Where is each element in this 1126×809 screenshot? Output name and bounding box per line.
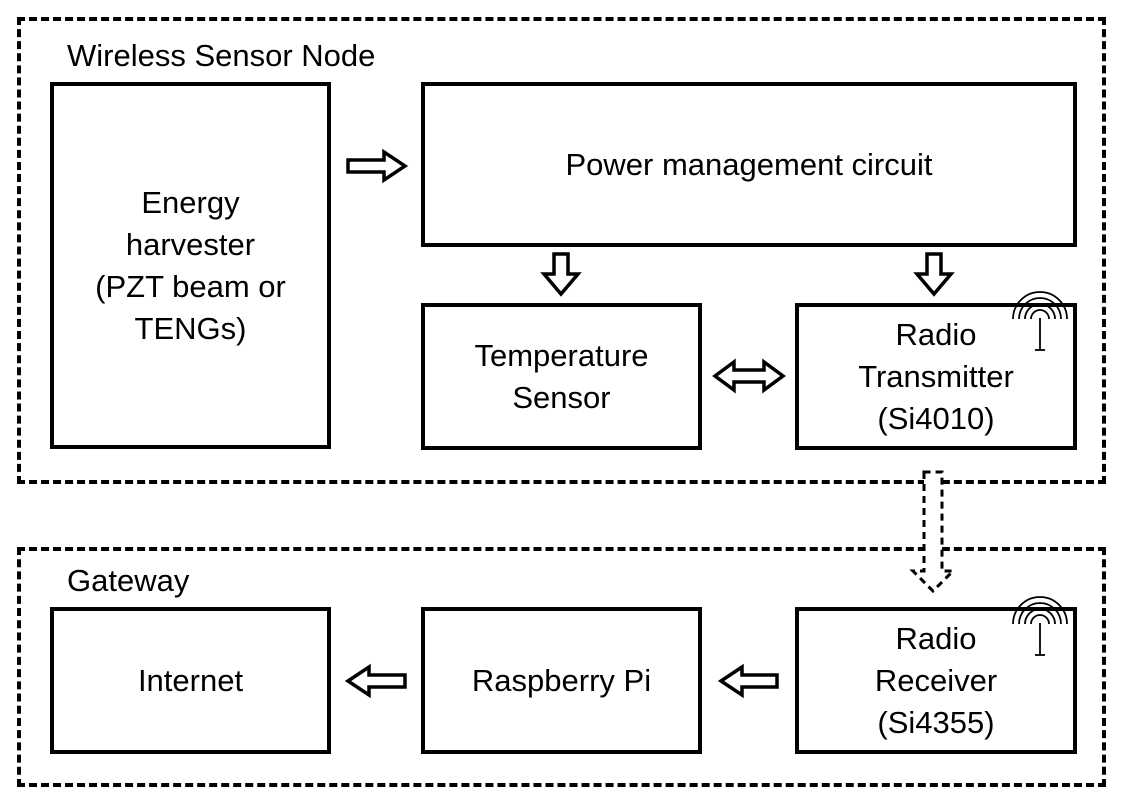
antenna-icon	[1012, 291, 1068, 351]
radio-receiver-line: Radio	[895, 620, 977, 656]
radio-receiver-line: Receiver	[874, 662, 998, 698]
energy-harvester-line: TENGs)	[134, 310, 247, 346]
temperature-sensor-block: Temperature Sensor	[421, 303, 702, 450]
radio-transmitter-line: Transmitter	[858, 358, 1014, 394]
radio-transmitter-block: Radio Transmitter (Si4010)	[795, 303, 1077, 450]
power-management-block: Power management circuit	[421, 82, 1077, 247]
radio-transmitter-line: (Si4010)	[877, 400, 995, 436]
temperature-sensor-line: Temperature	[474, 337, 649, 373]
temperature-sensor-line: Sensor	[512, 379, 611, 415]
antenna-icon	[1012, 596, 1068, 656]
energy-harvester-line: (PZT beam or	[95, 268, 286, 304]
radio-transmitter-line: Radio	[895, 316, 977, 352]
energy-harvester-line: harvester	[125, 226, 256, 262]
sensor-transmitter-bidirectional-arrow	[712, 358, 786, 394]
receiver-to-raspberry-arrow	[717, 663, 779, 699]
raspberry-pi-line: Raspberry Pi	[471, 662, 652, 698]
harvester-to-power-arrow	[346, 148, 409, 184]
radio-receiver-block: Radio Receiver (Si4355)	[795, 607, 1077, 754]
raspberry-pi-block: Raspberry Pi	[421, 607, 702, 754]
gateway-label: Gateway	[67, 563, 190, 598]
energy-harvester-block: Energy harvester (PZT beam or TENGs)	[50, 82, 331, 449]
power-to-sensor-arrow	[540, 252, 582, 297]
wireless-sensor-node-group	[17, 17, 1106, 484]
power-to-transmitter-arrow	[913, 252, 955, 297]
radio-receiver-line: (Si4355)	[877, 704, 995, 740]
energy-harvester-line: Energy	[141, 184, 240, 220]
wireless-link-arrow	[909, 470, 957, 594]
raspberry-to-internet-arrow	[344, 663, 407, 699]
internet-line: Internet	[137, 662, 244, 698]
wireless-sensor-node-label: Wireless Sensor Node	[67, 38, 376, 73]
internet-block: Internet	[50, 607, 331, 754]
gateway-group	[17, 547, 1106, 787]
power-management-line: Power management circuit	[565, 146, 933, 182]
